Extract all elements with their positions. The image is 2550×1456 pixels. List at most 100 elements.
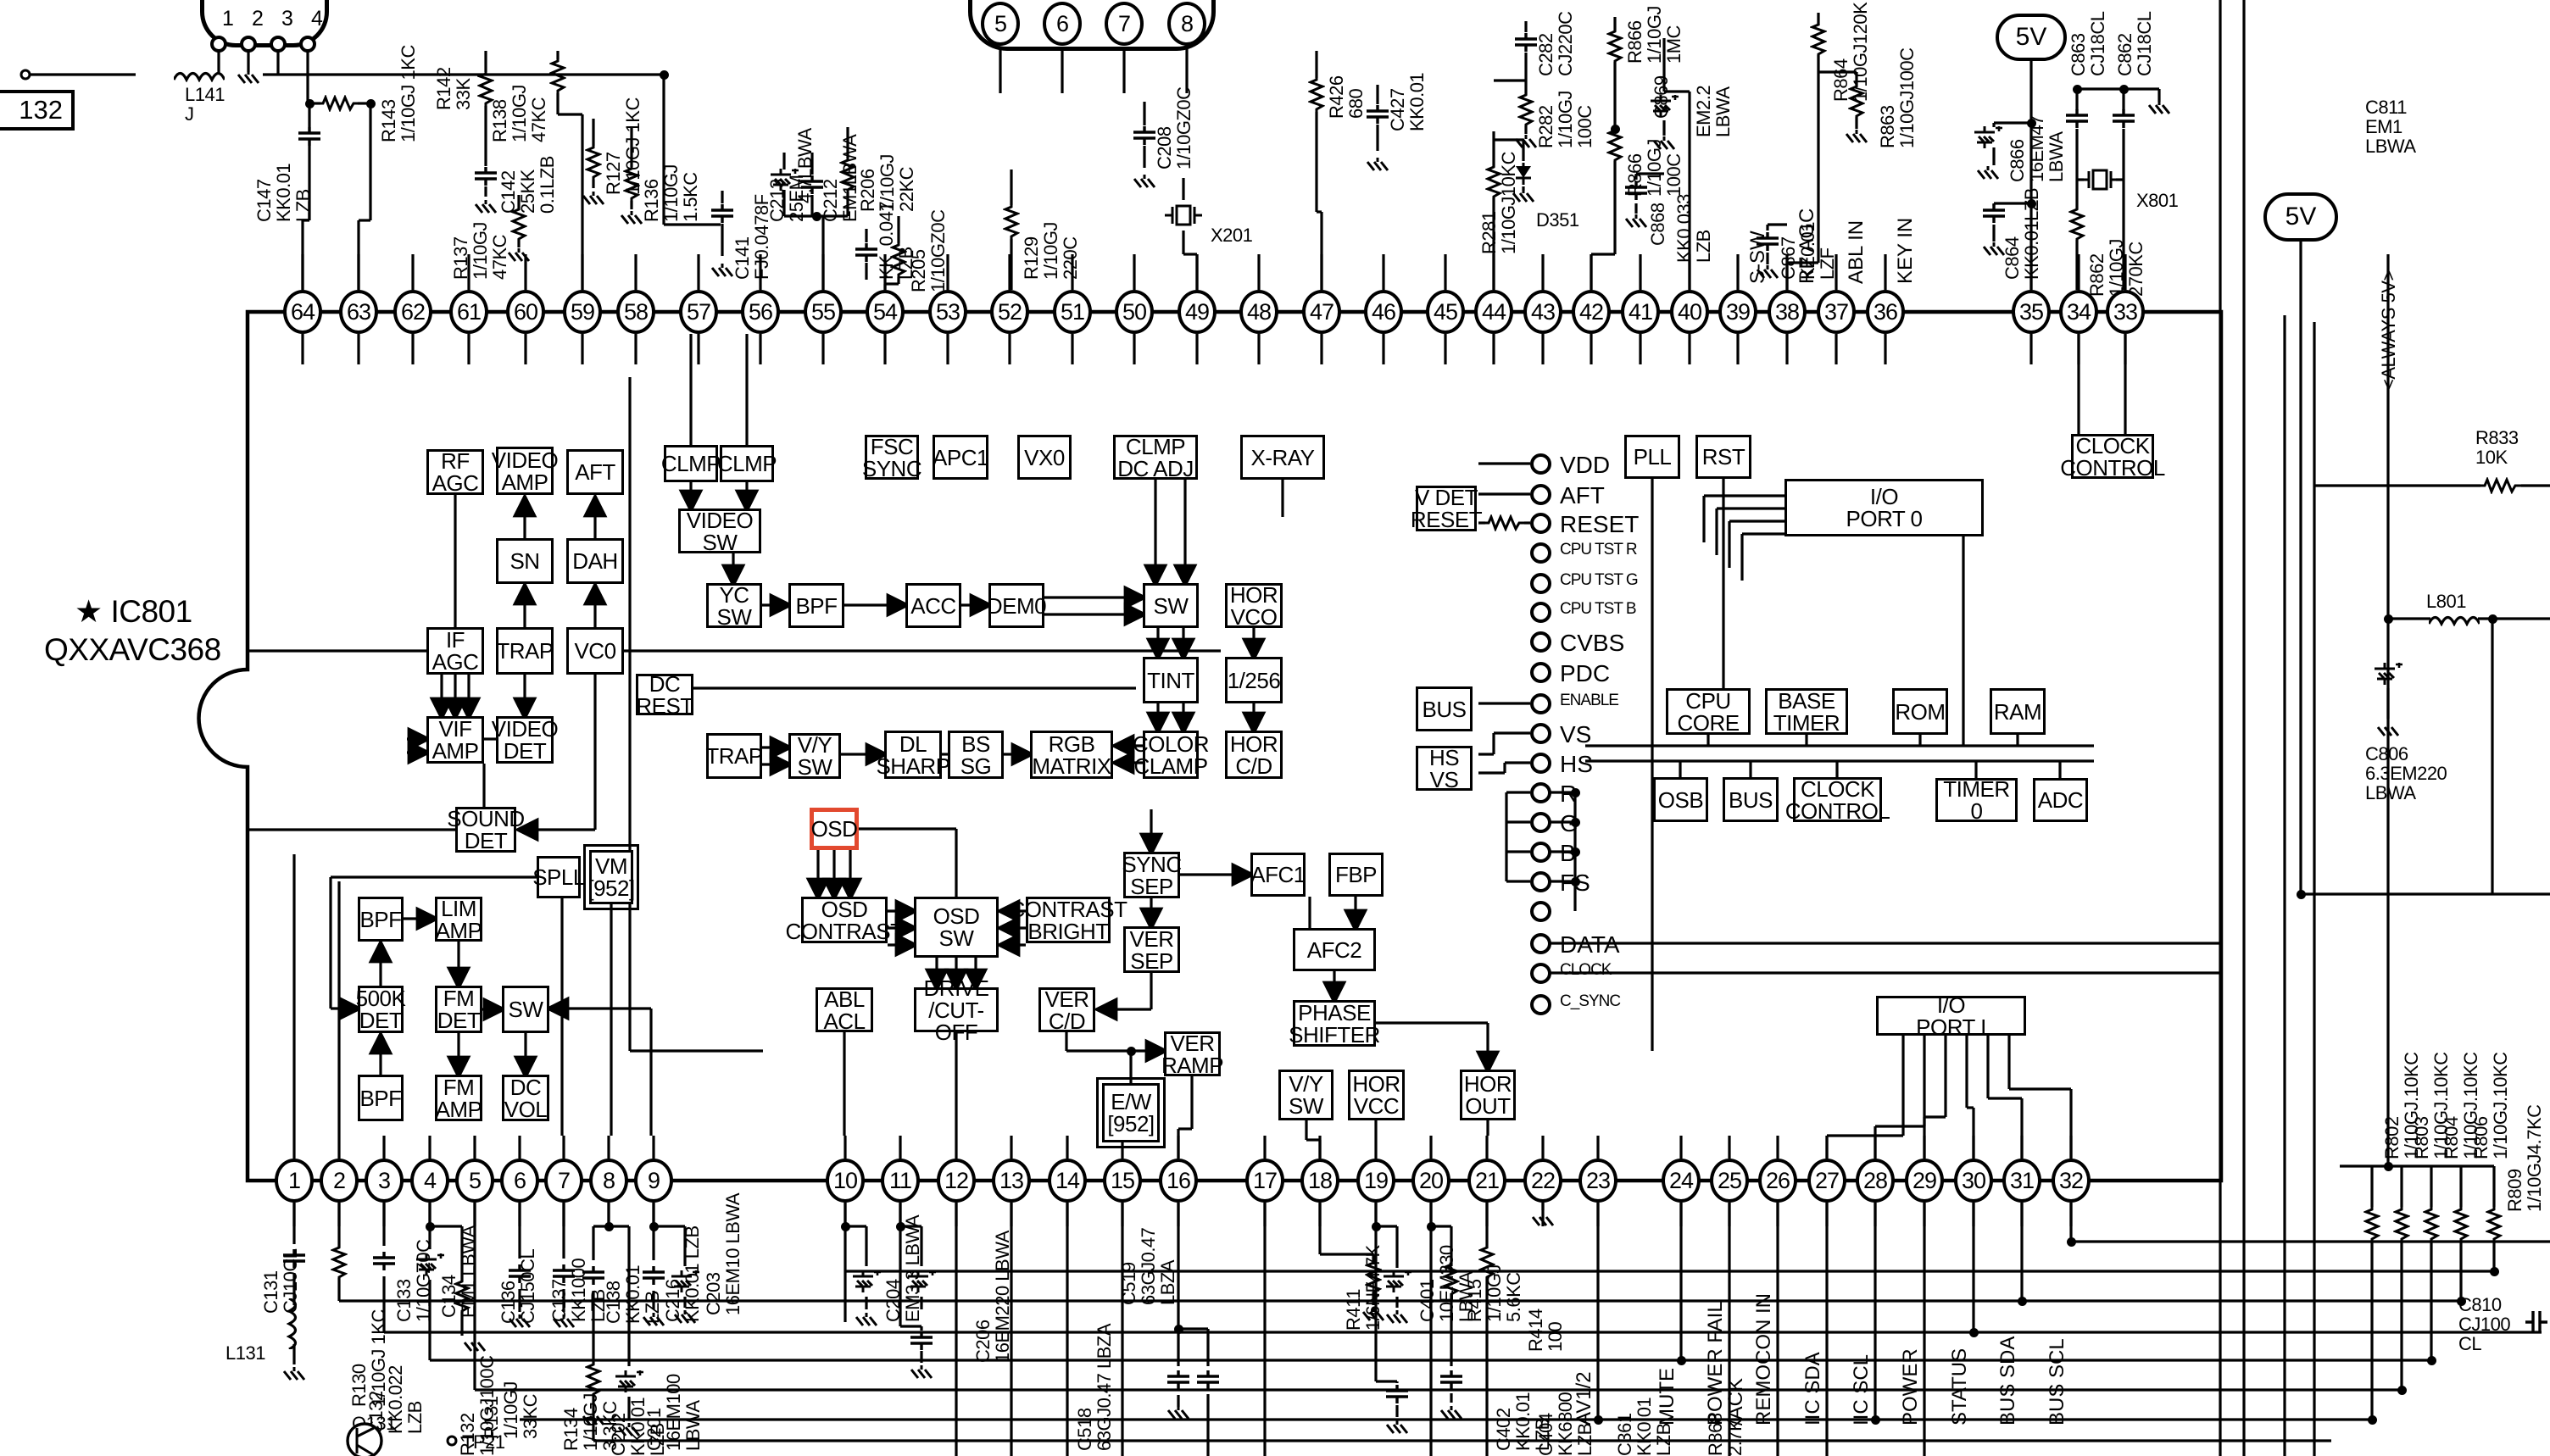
block-io-porti[interactable]: I/O PORT I xyxy=(1876,994,2026,1038)
ic-pin-26[interactable]: 26 xyxy=(1758,1159,1797,1203)
block-video-amp[interactable]: VIDEO AMP xyxy=(491,447,559,495)
block-yc-sw[interactable]: YC SW xyxy=(706,583,762,628)
ic-pin-14[interactable]: 14 xyxy=(1048,1159,1087,1203)
block-clmp2[interactable]: CLMP xyxy=(717,445,777,482)
block-sw2[interactable]: SW xyxy=(1143,583,1199,628)
ic-pin-19[interactable]: 19 xyxy=(1356,1159,1395,1203)
block-contrast-bright[interactable]: CONTRAST BRIGHT xyxy=(1009,896,1127,944)
block-phase-shifter[interactable]: PHASE SHIFTER xyxy=(1289,999,1380,1048)
block-sn[interactable]: SN xyxy=(496,538,554,584)
block-vy-sw1[interactable]: V/Y SW xyxy=(788,733,841,779)
block-timer0[interactable]: TIMER 0 xyxy=(1935,778,2018,822)
ic-pin-64[interactable]: 64 xyxy=(283,290,322,334)
ic-pin-1[interactable]: 1 xyxy=(275,1159,314,1203)
block-apc1[interactable]: APC1 xyxy=(933,435,988,480)
ic-pin-5[interactable]: 5 xyxy=(455,1159,494,1203)
block-dah[interactable]: DAH xyxy=(566,538,624,584)
block-hor-vcc[interactable]: HOR VCC xyxy=(1348,1070,1405,1120)
connector-left-pin-3[interactable] xyxy=(270,36,287,53)
terminal-g[interactable] xyxy=(1530,812,1551,833)
block-pll[interactable]: PLL xyxy=(1624,435,1680,479)
ic-pin-20[interactable]: 20 xyxy=(1411,1159,1450,1203)
block-io-port0[interactable]: I/O PORT 0 xyxy=(1784,479,1984,536)
block-osb[interactable]: OSB xyxy=(1653,777,1708,822)
block-drive-cutoff[interactable]: DRIVE /CUT-OFF xyxy=(914,977,999,1043)
block-hor-cd[interactable]: HOR C/D xyxy=(1225,731,1283,779)
ic-pin-29[interactable]: 29 xyxy=(1905,1159,1944,1203)
block-vy-sw2[interactable]: V/Y SW xyxy=(1278,1070,1333,1120)
terminal-cpu-tst-g[interactable] xyxy=(1530,573,1551,594)
terminal-clock[interactable] xyxy=(1530,963,1551,984)
ic-pin-17[interactable]: 17 xyxy=(1245,1159,1284,1203)
ic-pin-30[interactable]: 30 xyxy=(1954,1159,1993,1203)
ic-pin-9[interactable]: 9 xyxy=(634,1159,673,1203)
ic-pin-45[interactable]: 45 xyxy=(1426,290,1465,334)
terminal-b[interactable] xyxy=(1530,842,1551,863)
block-clmp1[interactable]: CLMP xyxy=(661,445,721,482)
block-cpu-core[interactable]: CPU CORE xyxy=(1666,688,1751,735)
terminal-nc-15[interactable] xyxy=(1530,901,1551,922)
ic-pin-13[interactable]: 13 xyxy=(992,1159,1031,1203)
ic-pin-52[interactable]: 52 xyxy=(990,290,1029,334)
ic-pin-58[interactable]: 58 xyxy=(616,290,655,334)
ic-pin-18[interactable]: 18 xyxy=(1300,1159,1339,1203)
block-sound-det[interactable]: SOUND DET xyxy=(447,806,525,853)
block-fm-amp[interactable]: FM AMP xyxy=(435,1074,482,1122)
ic-pin-33[interactable]: 33 xyxy=(2106,290,2145,334)
block-fm-det[interactable]: FM DET xyxy=(435,986,482,1033)
block-rst[interactable]: RST xyxy=(1695,435,1751,479)
ic-pin-25[interactable]: 25 xyxy=(1710,1159,1749,1203)
block-ver-cd[interactable]: VER C/D xyxy=(1038,987,1095,1032)
ic-pin-10[interactable]: 10 xyxy=(826,1159,865,1203)
terminal-data[interactable] xyxy=(1530,933,1551,954)
power-5v-0[interactable]: 5V xyxy=(1996,14,2067,61)
block-dc-rest[interactable]: DC REST xyxy=(636,670,693,719)
block-div256[interactable]: 1/256 xyxy=(1225,657,1283,703)
ic-pin-55[interactable]: 55 xyxy=(804,290,843,334)
terminal-c-sync[interactable] xyxy=(1530,994,1551,1015)
block-clock-control-cpu[interactable]: CLOCK CONTROL xyxy=(1784,775,1890,824)
block-afc2[interactable]: AFC2 xyxy=(1293,928,1376,971)
ic-pin-56[interactable]: 56 xyxy=(741,290,780,334)
block-vc0[interactable]: VC0 xyxy=(566,627,624,675)
ic-pin-49[interactable]: 49 xyxy=(1178,290,1217,334)
block-spll[interactable]: SPLL xyxy=(532,856,585,898)
block-if-agc[interactable]: IF AGC xyxy=(426,627,484,675)
terminal-enable[interactable] xyxy=(1530,693,1551,714)
block-500k-det[interactable]: 500K DET xyxy=(355,986,406,1033)
ic-pin-3[interactable]: 3 xyxy=(365,1159,404,1203)
ic-pin-27[interactable]: 27 xyxy=(1807,1159,1846,1203)
block-ram[interactable]: RAM xyxy=(1990,688,2046,735)
ic-pin-23[interactable]: 23 xyxy=(1578,1159,1617,1203)
block-rf-agc[interactable]: RF AGC xyxy=(426,449,484,495)
ic-pin-60[interactable]: 60 xyxy=(506,290,545,334)
ic-pin-63[interactable]: 63 xyxy=(339,290,378,334)
ic-pin-53[interactable]: 53 xyxy=(928,290,967,334)
ic-pin-41[interactable]: 41 xyxy=(1621,290,1660,334)
block-bpf2[interactable]: BPF xyxy=(358,1075,404,1121)
block-acc[interactable]: ACC xyxy=(905,583,961,628)
ic-pin-54[interactable]: 54 xyxy=(866,290,905,334)
block-dl-sharp[interactable]: DL SHARP xyxy=(876,731,950,779)
ic-pin-8[interactable]: 8 xyxy=(589,1159,628,1203)
block-ver-sep[interactable]: VER SEP xyxy=(1123,926,1180,973)
block-dc-vol[interactable]: DC VOL xyxy=(502,1075,549,1121)
connector-mid-pin-6[interactable]: 6 xyxy=(1043,2,1082,46)
ic-pin-46[interactable]: 46 xyxy=(1364,290,1403,334)
terminal-aft[interactable] xyxy=(1530,484,1551,505)
block-osd[interactable]: OSD xyxy=(810,808,859,850)
ic-pin-51[interactable]: 51 xyxy=(1053,290,1092,334)
ic-pin-36[interactable]: 36 xyxy=(1866,290,1905,334)
block-v-det-reset[interactable]: V DET RESET xyxy=(1410,485,1483,532)
block-vif-amp[interactable]: VIF AMP xyxy=(426,716,484,764)
ic-pin-44[interactable]: 44 xyxy=(1474,290,1513,334)
block-ver-ramp[interactable]: VER RAMP xyxy=(1161,1030,1224,1078)
connector-left-pin-4[interactable] xyxy=(299,36,316,53)
block-abl-acl[interactable]: ABL ACL xyxy=(816,987,873,1032)
ic-pin-43[interactable]: 43 xyxy=(1523,290,1562,334)
ic-pin-62[interactable]: 62 xyxy=(393,290,432,334)
ic-pin-39[interactable]: 39 xyxy=(1718,290,1757,334)
block-osd-contrast[interactable]: OSD CONTRAST xyxy=(785,896,904,944)
terminal-cpu-tst-r[interactable] xyxy=(1530,542,1551,564)
ic-pin-4[interactable]: 4 xyxy=(410,1159,449,1203)
